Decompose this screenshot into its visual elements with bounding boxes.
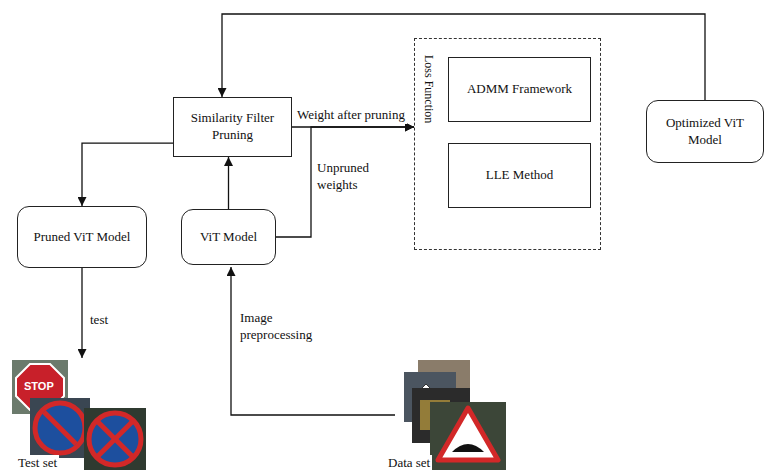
- image-caption: Test set: [16, 455, 59, 472]
- test-set-images: [12, 360, 146, 470]
- process-box: Similarity Filter Pruning: [173, 97, 292, 157]
- sign-text: STOP: [24, 380, 54, 392]
- model-box: Pruned ViT Model: [17, 206, 147, 268]
- method-box: LLE Method: [448, 143, 591, 208]
- connector-arrow: [82, 143, 173, 206]
- box-label: ADMM Framework: [467, 81, 572, 98]
- connector-arrow: [228, 157, 229, 209]
- model-box: Optimized ViT Model: [646, 100, 764, 163]
- data-set-images: [404, 360, 506, 470]
- preprocessing-arrow: [231, 267, 395, 415]
- box-label: Similarity Filter Pruning: [182, 110, 283, 144]
- connector-arrow: [276, 127, 414, 237]
- box-label: Optimized ViT Model: [655, 115, 755, 149]
- box-label: Pruned ViT Model: [34, 229, 131, 246]
- test-arrow: [81, 268, 82, 358]
- group-title: Loss Function: [421, 55, 436, 123]
- arrow-label: test: [88, 312, 110, 329]
- box-label: LLE Method: [486, 167, 554, 184]
- arrow-label: Image preprocessing: [238, 310, 334, 344]
- group-box: Loss Function ADMM FrameworkLLE Method: [414, 38, 601, 250]
- box-label: ViT Model: [200, 229, 257, 246]
- edge-label: Unpruned weights: [315, 160, 383, 194]
- image-caption: Data set: [386, 455, 432, 472]
- method-box: ADMM Framework: [448, 57, 591, 122]
- model-box: ViT Model: [181, 209, 276, 265]
- edge-label: Weight after pruning: [295, 107, 407, 124]
